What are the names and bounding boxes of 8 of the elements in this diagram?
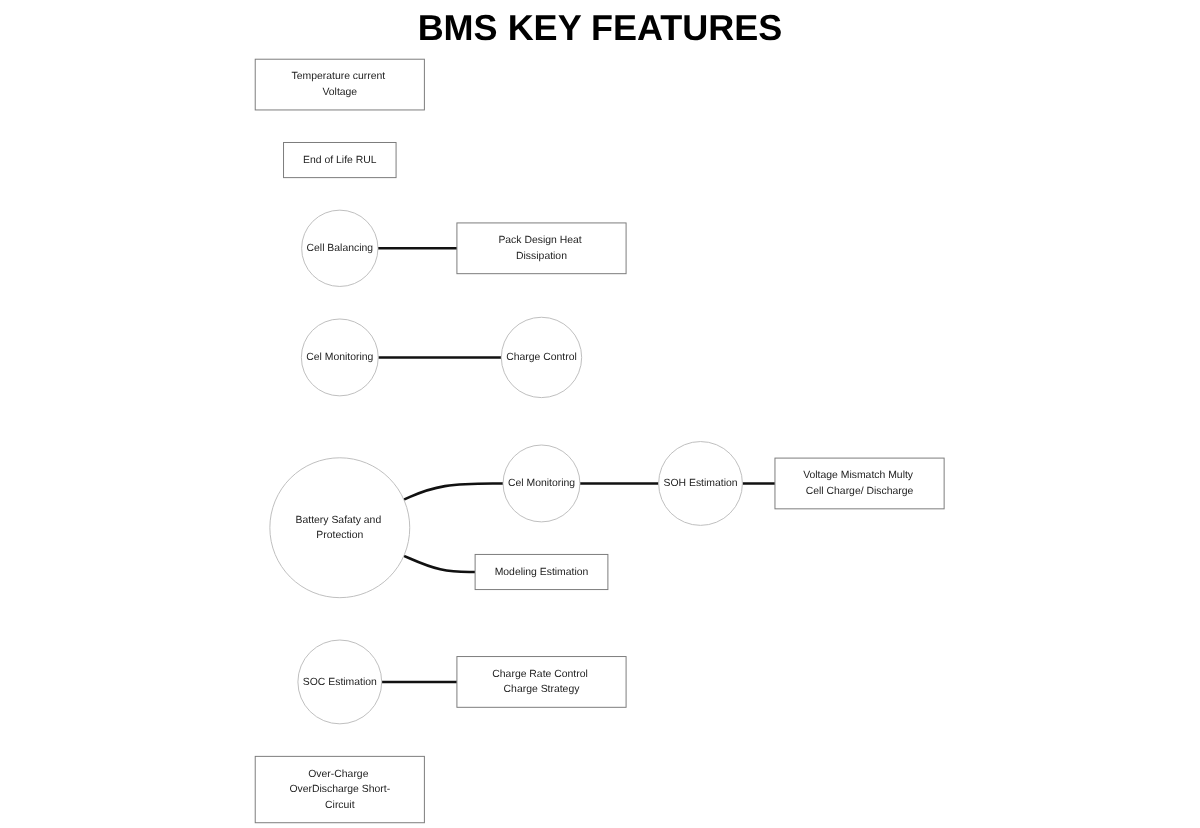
connector bbox=[742, 482, 776, 485]
connector bbox=[580, 482, 659, 485]
connector bbox=[378, 247, 458, 250]
connector bbox=[403, 482, 504, 501]
diagram-title: BMS KEY FEATURES bbox=[417, 8, 783, 50]
connector bbox=[403, 554, 476, 574]
connector bbox=[378, 356, 502, 359]
connector bbox=[382, 680, 458, 684]
